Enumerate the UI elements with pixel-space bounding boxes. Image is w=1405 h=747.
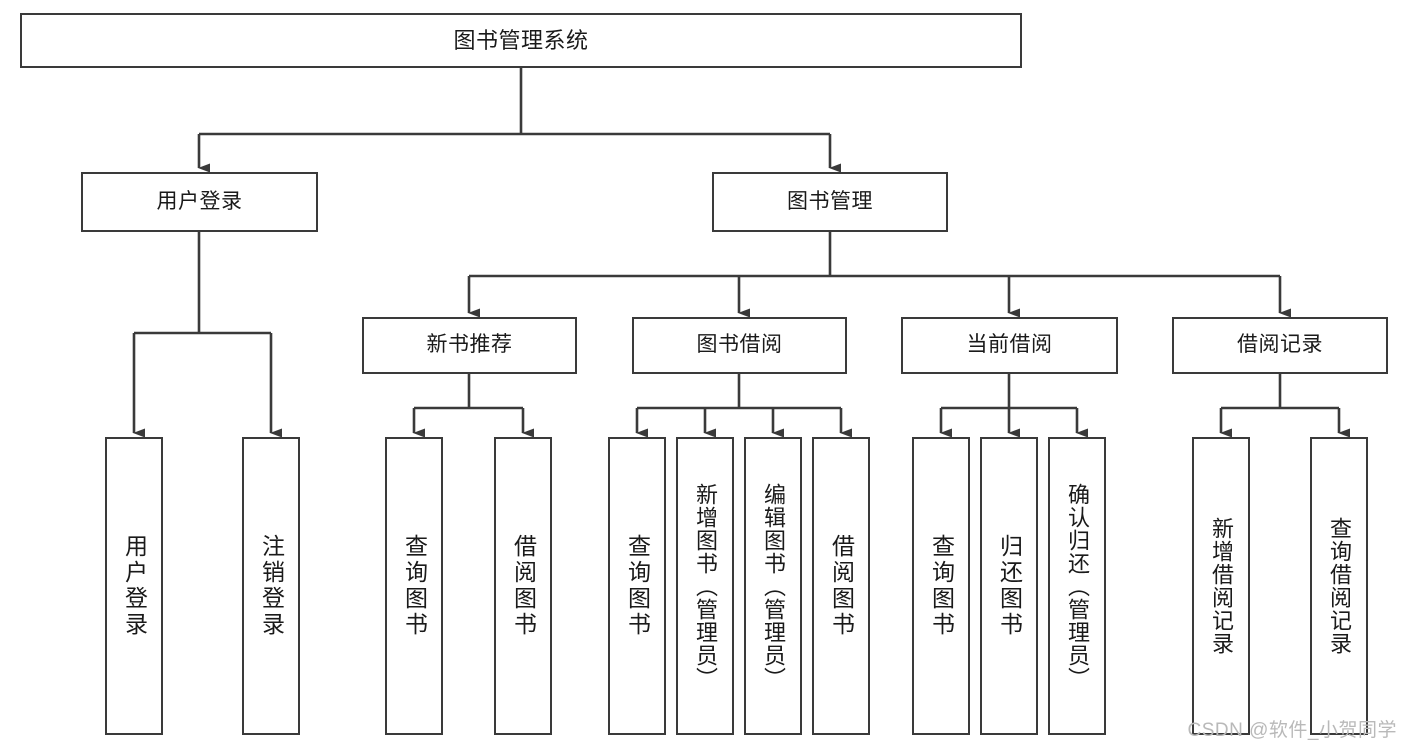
node-root[interactable]: 图书管理系统 (20, 13, 1022, 68)
node-book-manage[interactable]: 图书管理 (712, 172, 948, 232)
node-leaf-edit-book[interactable]: 编辑图书（管理员） (744, 437, 802, 735)
node-leaf-borrow-book-1-label: 借阅图书 (510, 534, 537, 638)
node-leaf-query-book-3-label: 查询图书 (928, 534, 955, 638)
node-borrow-record[interactable]: 借阅记录 (1172, 317, 1388, 374)
node-leaf-borrow-book-2[interactable]: 借阅图书 (812, 437, 870, 735)
node-book-borrow[interactable]: 图书借阅 (632, 317, 847, 374)
node-new-book-recommend[interactable]: 新书推荐 (362, 317, 577, 374)
node-leaf-query-book-2-label: 查询图书 (624, 534, 651, 638)
node-leaf-add-record[interactable]: 新增借阅记录 (1192, 437, 1250, 735)
node-current-borrow-label: 当前借阅 (966, 333, 1053, 357)
node-leaf-query-record[interactable]: 查询借阅记录 (1310, 437, 1368, 735)
node-root-label: 图书管理系统 (453, 27, 589, 53)
node-user-login-label: 用户登录 (156, 189, 243, 213)
node-leaf-confirm-return-label: 确认归还（管理员） (1065, 482, 1090, 690)
node-leaf-query-book-1[interactable]: 查询图书 (385, 437, 443, 735)
node-leaf-query-record-label: 查询借阅记录 (1327, 517, 1352, 655)
node-leaf-query-book-2[interactable]: 查询图书 (608, 437, 666, 735)
node-borrow-record-label: 借阅记录 (1237, 333, 1323, 357)
node-book-borrow-label: 图书借阅 (696, 333, 783, 357)
node-leaf-logout[interactable]: 注销登录 (242, 437, 300, 735)
node-leaf-add-book[interactable]: 新增图书（管理员） (676, 437, 734, 735)
node-leaf-user-login[interactable]: 用户登录 (105, 437, 163, 735)
node-leaf-borrow-book-2-label: 借阅图书 (828, 534, 855, 638)
node-leaf-edit-book-label: 编辑图书（管理员） (761, 482, 786, 690)
node-leaf-add-record-label: 新增借阅记录 (1209, 517, 1234, 655)
node-new-book-recommend-label: 新书推荐 (426, 333, 513, 357)
node-user-login[interactable]: 用户登录 (81, 172, 318, 232)
node-leaf-query-book-1-label: 查询图书 (401, 534, 428, 638)
node-current-borrow[interactable]: 当前借阅 (901, 317, 1118, 374)
node-leaf-logout-label: 注销登录 (258, 534, 285, 638)
node-leaf-query-book-3[interactable]: 查询图书 (912, 437, 970, 735)
node-leaf-user-login-label: 用户登录 (121, 534, 148, 638)
node-leaf-return-book[interactable]: 归还图书 (980, 437, 1038, 735)
node-leaf-confirm-return[interactable]: 确认归还（管理员） (1048, 437, 1106, 735)
node-book-manage-label: 图书管理 (787, 189, 873, 213)
node-leaf-borrow-book-1[interactable]: 借阅图书 (494, 437, 552, 735)
node-leaf-return-book-label: 归还图书 (996, 534, 1023, 638)
node-leaf-add-book-label: 新增图书（管理员） (693, 482, 718, 690)
